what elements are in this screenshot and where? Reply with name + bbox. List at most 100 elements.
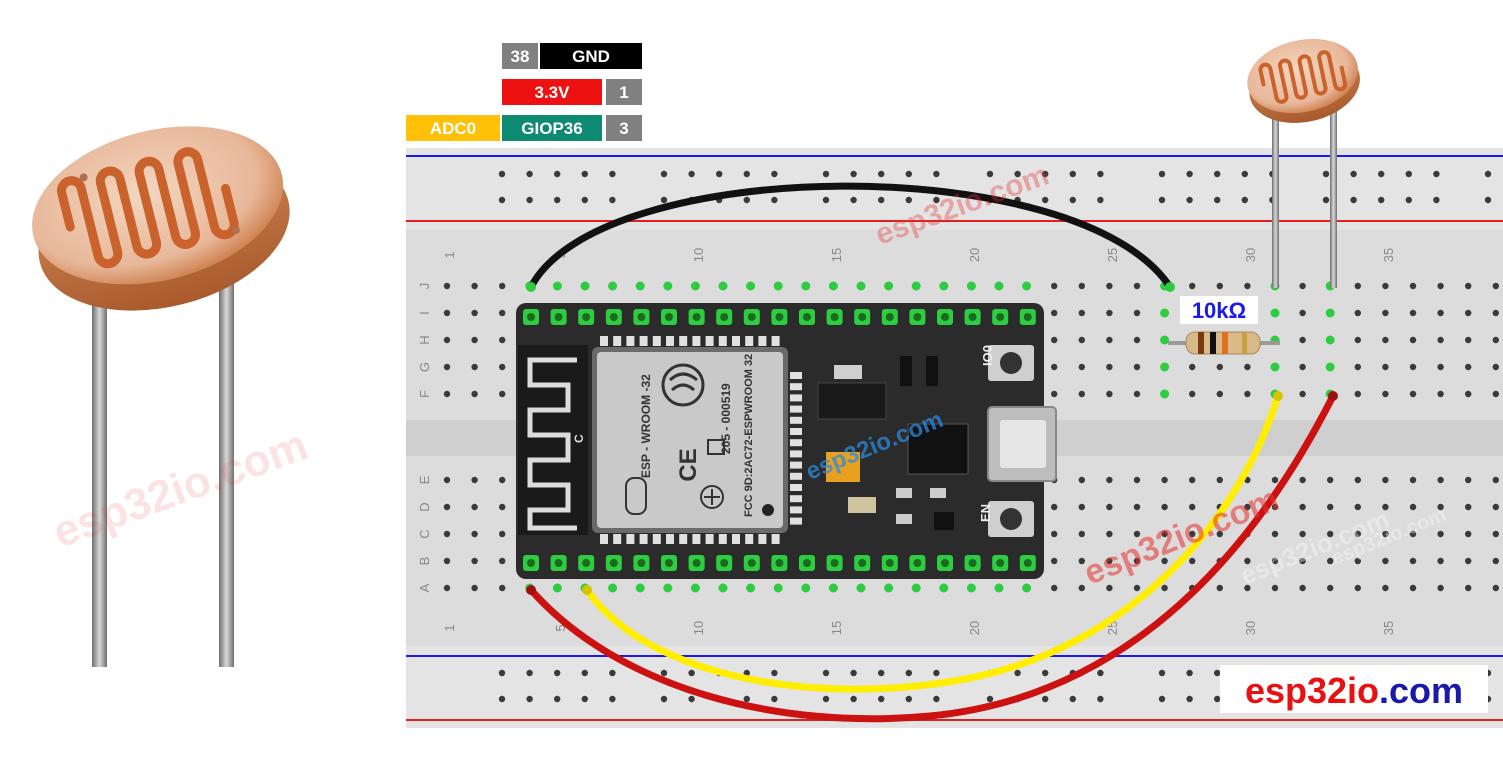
- module-pad: [652, 534, 661, 544]
- terminal-hole: [1216, 476, 1224, 484]
- terminal-hole: [471, 530, 478, 538]
- terminal-hole: [1437, 584, 1444, 592]
- ldr-lead: [1330, 110, 1337, 288]
- terminal-hole: [1189, 557, 1196, 565]
- terminal-hole: [499, 557, 506, 565]
- used-hole: [1022, 281, 1032, 291]
- header-pin-hole: [885, 313, 894, 321]
- header-pin-hole: [554, 313, 563, 321]
- terminal-hole: [1106, 390, 1113, 398]
- used-hole: [1270, 308, 1280, 318]
- rail-hole: [1069, 695, 1077, 703]
- header-pin-hole: [747, 559, 756, 567]
- wroom-module-shield: [597, 352, 783, 528]
- rail-hole: [1069, 196, 1077, 204]
- terminal-hole: [1409, 530, 1417, 538]
- terminal-hole: [1299, 530, 1306, 538]
- column-number: 25: [1105, 248, 1120, 262]
- header-pin-hole: [913, 559, 922, 567]
- en-button-cap[interactable]: [1000, 508, 1022, 530]
- used-hole: [718, 281, 728, 291]
- terminal-hole: [1382, 363, 1389, 371]
- rail-hole: [1378, 196, 1385, 204]
- module-pad: [718, 534, 727, 544]
- terminal-hole: [1133, 476, 1141, 484]
- resistor-label: 10kΩ: [1192, 298, 1246, 323]
- column-numbers: 1 5 10 15 20 25 30 35 1 5 10 15 20 25 30…: [442, 248, 1396, 635]
- header-pin-hole: [665, 559, 673, 567]
- header-pin-hole: [858, 559, 867, 567]
- terminal-hole: [1382, 336, 1389, 344]
- terminal-hole: [443, 530, 451, 538]
- terminal-hole: [1051, 584, 1058, 592]
- terminal-hole: [1161, 584, 1168, 592]
- rail-hole: [850, 695, 857, 703]
- terminal-hole: [1244, 584, 1251, 592]
- terminal-hole: [1051, 557, 1058, 565]
- rail-hole: [1158, 695, 1166, 703]
- module-pad: [790, 372, 802, 379]
- terminal-hole: [1382, 476, 1389, 484]
- terminal-hole: [1244, 503, 1251, 511]
- module-pad: [705, 534, 714, 544]
- terminal-hole: [1271, 557, 1279, 565]
- terminal-hole: [1492, 390, 1500, 398]
- rail-hole: [526, 669, 533, 677]
- rail-hole: [933, 695, 940, 703]
- terminal-hole: [1354, 557, 1362, 565]
- regulator-tab: [834, 365, 862, 379]
- used-hole: [773, 583, 783, 593]
- resistor-band: [1242, 332, 1247, 354]
- en-button-label: EN: [978, 504, 993, 522]
- used-hole: [552, 583, 562, 593]
- rail-hole: [822, 695, 830, 703]
- rail-hole: [581, 695, 588, 703]
- terminal-hole: [1354, 390, 1362, 398]
- rail-hole: [1014, 669, 1021, 677]
- rail-hole: [905, 669, 912, 677]
- terminal-hole: [1299, 390, 1306, 398]
- terminal-hole: [471, 584, 478, 592]
- terminal-hole: [1354, 363, 1362, 371]
- rail-hole: [498, 669, 506, 677]
- header-pin-hole: [692, 559, 701, 567]
- terminal-hole: [443, 476, 451, 484]
- module-pad: [613, 336, 622, 346]
- wire-end: [1273, 391, 1283, 401]
- io0-button-cap[interactable]: [1000, 352, 1022, 374]
- header-pin-hole: [1023, 313, 1032, 321]
- terminal-hole: [1465, 282, 1472, 290]
- terminal-hole: [443, 309, 451, 317]
- terminal-hole: [1354, 309, 1362, 317]
- antenna-mark: C: [572, 434, 586, 443]
- wire-end: [1165, 282, 1175, 292]
- module-pad: [692, 534, 701, 544]
- terminal-hole: [1299, 309, 1306, 317]
- header-pin-hole: [582, 313, 591, 321]
- module-pad: [758, 336, 767, 346]
- terminal-hole: [1051, 363, 1058, 371]
- used-hole: [856, 583, 866, 593]
- terminal-hole: [1051, 503, 1058, 511]
- rail-hole: [1042, 196, 1049, 204]
- terminal-hole: [1078, 363, 1086, 371]
- row-letter: J: [417, 283, 432, 290]
- terminal-hole: [1492, 363, 1500, 371]
- terminal-hole: [1216, 282, 1224, 290]
- rail-hole: [1097, 170, 1104, 178]
- terminal-hole: [499, 584, 506, 592]
- rail-hole: [743, 669, 750, 677]
- terminal-hole: [1244, 282, 1251, 290]
- terminal-hole: [1216, 363, 1224, 371]
- rail-hole: [498, 170, 506, 178]
- module-pad: [790, 428, 802, 435]
- terminal-hole: [1133, 503, 1141, 511]
- gnd-wire: [527, 182, 1174, 291]
- row-letter: G: [417, 362, 432, 372]
- pin-number-1: 1: [619, 83, 628, 102]
- terminal-hole: [1354, 282, 1362, 290]
- used-hole: [911, 583, 921, 593]
- certification-mark-icon: [700, 485, 724, 509]
- rail-hole: [743, 196, 750, 204]
